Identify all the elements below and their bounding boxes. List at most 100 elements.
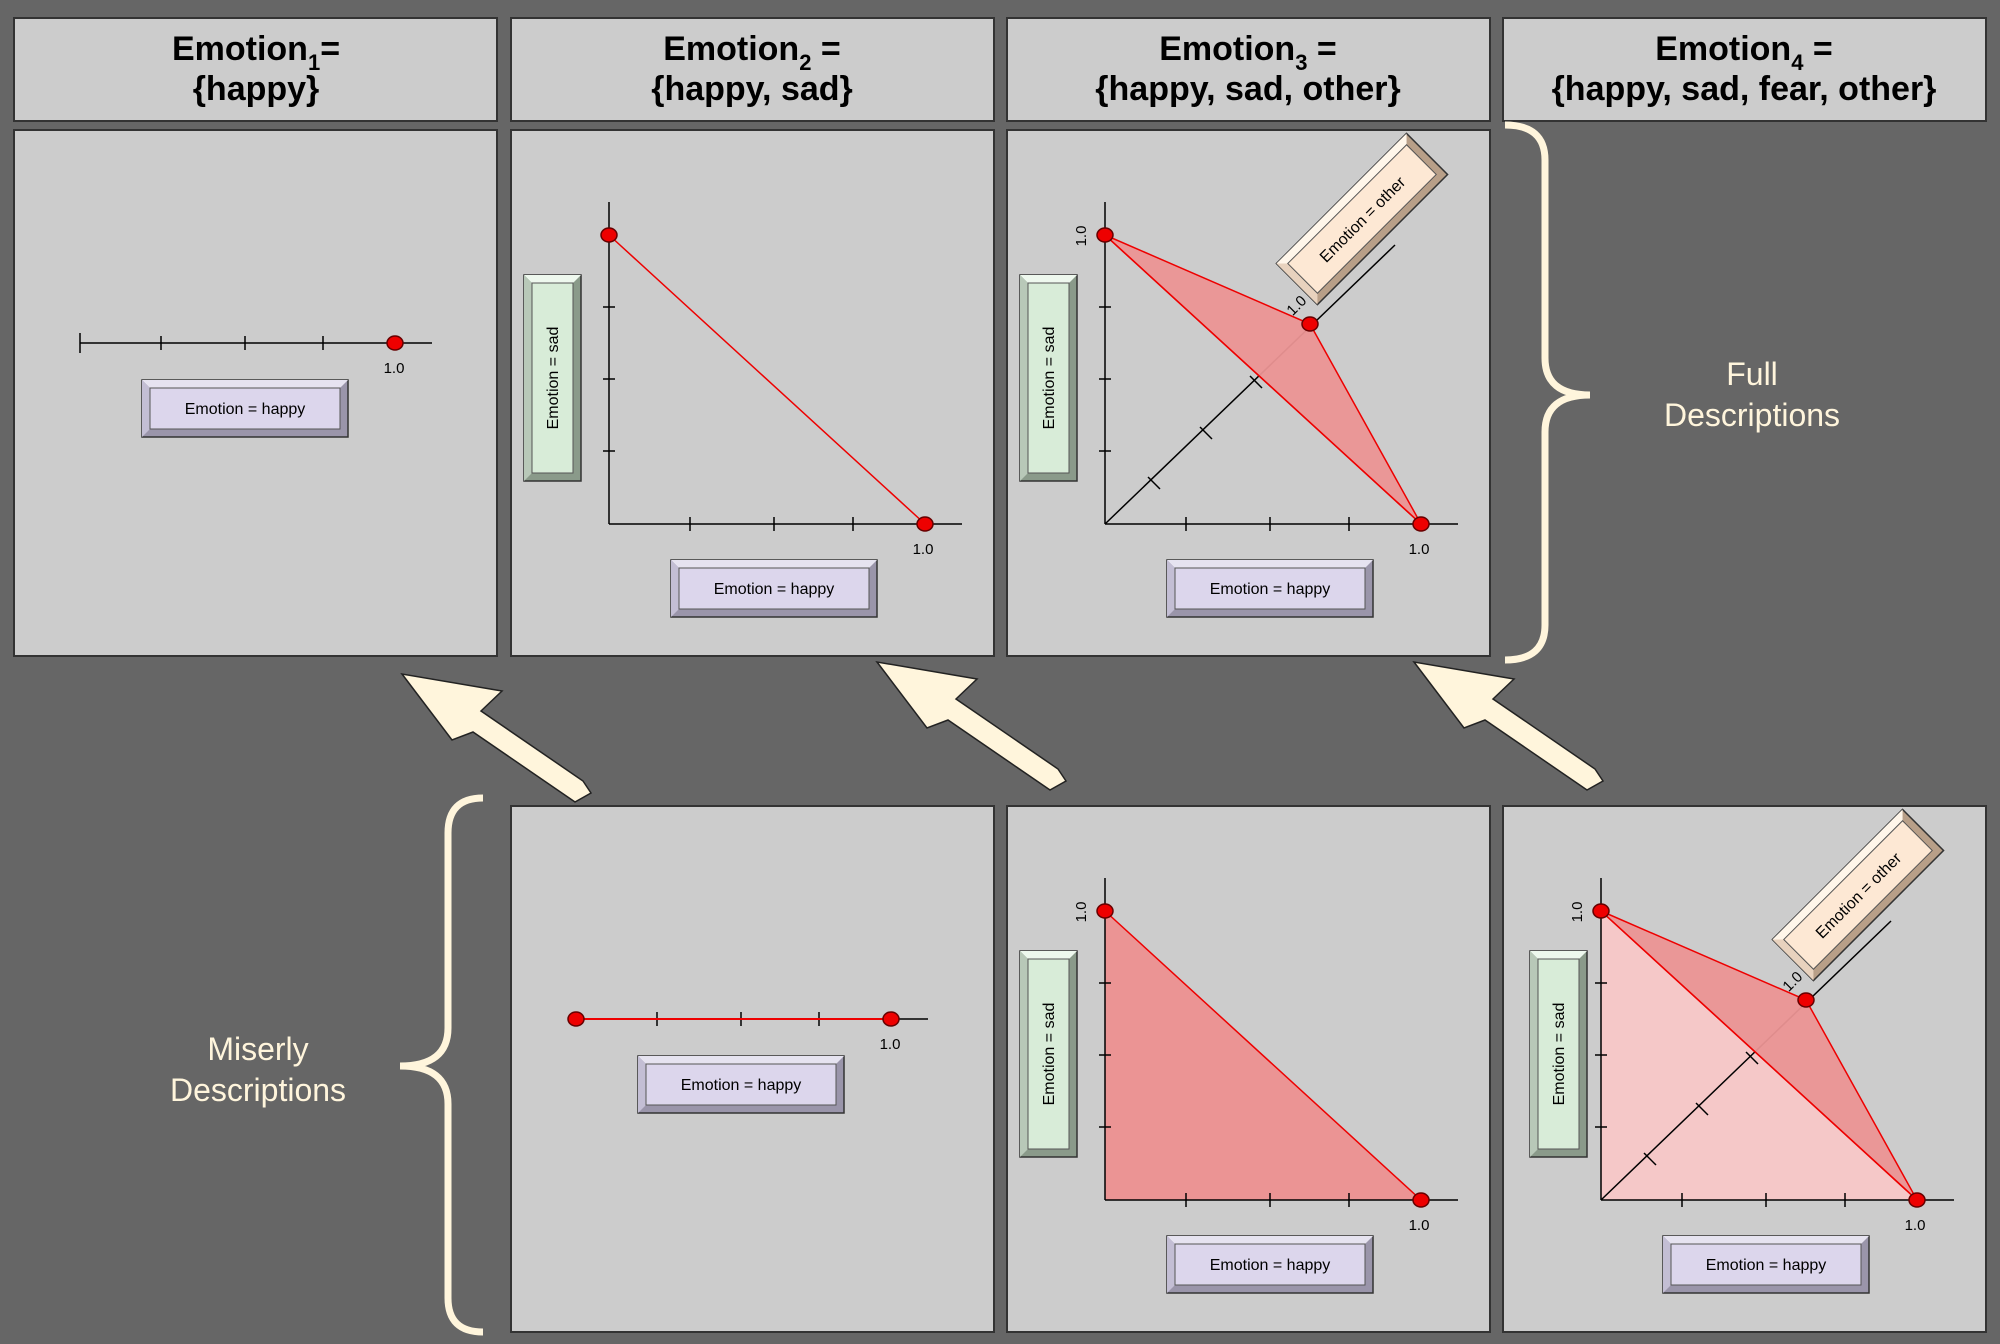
header-2-set: {happy, sad} [651, 70, 853, 108]
sad-label-box: Emotion = sad [1019, 274, 1078, 482]
other-label-box: Emotion = other [1275, 132, 1449, 306]
happy-box-bevel-top [671, 560, 877, 568]
sad-label-box: Emotion = sad [523, 274, 582, 482]
happy-label-box: Emotion = happy [637, 1055, 845, 1114]
happy-box-bevel-top [1167, 560, 1373, 568]
sad-box-bevel-left [1020, 275, 1028, 481]
happy-axis-label: Emotion = happy [681, 1077, 802, 1094]
miserly-label-line2: Descriptions [170, 1072, 346, 1108]
sad-box-face [1027, 958, 1070, 1150]
happy-box-bevel-left [638, 1056, 646, 1113]
tick-label-happy: 1.0 [1409, 1217, 1430, 1234]
other-box-face [1783, 820, 1933, 970]
arrow-1 [400, 672, 593, 803]
happy-box-bevel-top [1663, 1236, 1869, 1244]
header-3: Emotion3 = {happy, sad, other} [1006, 17, 1491, 122]
sad-box-bevel-top [1530, 951, 1587, 959]
sad-box-bevel-top [1020, 275, 1077, 283]
header-4-box [1502, 17, 1987, 122]
arrow-3 [1412, 660, 1605, 791]
other-axis [1600, 920, 1892, 1201]
sad-axis-label: Emotion = sad [1041, 327, 1058, 430]
happy-box-bevel-left [671, 560, 679, 617]
header-1-title: Emotion1= [172, 30, 340, 75]
sad-box-bevel-top [524, 275, 581, 283]
happy-point [882, 1011, 900, 1027]
sad-box-bevel-left [1530, 951, 1538, 1157]
axis-tick [1249, 375, 1263, 389]
happy-point [1412, 516, 1430, 532]
happy-box-face [1174, 1243, 1366, 1286]
panel-full-2: 1.0 Emotion = happy Emotion = sad [510, 129, 995, 657]
header-3-set: {happy, sad, other} [1095, 70, 1400, 108]
happy-label-box: Emotion = happy [1662, 1235, 1870, 1294]
header-4-set: {happy, sad, fear, other} [1552, 70, 1937, 108]
sad-box-bevel-top [1020, 951, 1077, 959]
happy-box-face [645, 1063, 837, 1106]
simplex-edge [1600, 910, 1918, 1201]
arrow-3-shape [1412, 660, 1605, 791]
tick-label-1: 1.0 [384, 360, 405, 377]
header-2-box [510, 17, 995, 122]
other-box-face [1287, 144, 1437, 294]
happy-axis-label: Emotion = happy [714, 581, 835, 598]
happy-box-face [149, 387, 341, 430]
happy-label-box: Emotion = happy [1166, 559, 1374, 618]
sad-label-box: Emotion = sad [1529, 950, 1588, 1158]
simplex-edge [1104, 910, 1422, 1201]
simplex-edge [1104, 234, 1422, 525]
happy-box-face [1670, 1243, 1862, 1286]
full-label-line1: Full [1726, 356, 1778, 392]
other-axis [1104, 244, 1396, 525]
tick-label-sad: 1.0 [1073, 226, 1090, 247]
header-4: Emotion4 = {happy, sad, fear, other} [1502, 17, 1987, 122]
happy-point [1412, 1192, 1430, 1208]
axis-tick [1147, 476, 1161, 490]
tick-label-1: 1.0 [880, 1036, 901, 1053]
header-1-set: {happy} [193, 70, 320, 108]
other-point [1797, 992, 1815, 1008]
axis-tick [1199, 426, 1213, 440]
panel-full-1: 1.0 Emotion = happy [13, 129, 498, 657]
happy-box-face [678, 567, 870, 610]
sad-box-bevel-left [524, 275, 532, 481]
arrow-2 [875, 660, 1068, 791]
tick-label-happy: 1.0 [1905, 1217, 1926, 1234]
sad-point [1592, 903, 1610, 919]
happy-box-bevel-top [1167, 1236, 1373, 1244]
arrow-1-shape [400, 672, 593, 803]
tick-label-happy: 1.0 [1409, 541, 1430, 558]
sad-box-face [1027, 282, 1070, 474]
header-2-title: Emotion2 = [663, 30, 841, 75]
happy-box-bevel-top [638, 1056, 844, 1064]
sad-point [1096, 903, 1114, 919]
header-1-box [13, 17, 498, 122]
header-4-title: Emotion4 = [1655, 30, 1833, 75]
full-label-line2: Descriptions [1664, 397, 1840, 433]
sad-label-box: Emotion = sad [1019, 950, 1078, 1158]
happy-box-bevel-left [1167, 560, 1175, 617]
happy-label-box: Emotion = happy [670, 559, 878, 618]
tick-label-sad: 1.0 [1073, 902, 1090, 923]
panel-miserly-4: 1.0 1.0 1.0 Emotion = happy Emotion = sa… [1502, 805, 1987, 1333]
axis-tick [1745, 1051, 1759, 1065]
sad-box-face [531, 282, 574, 474]
panel-miserly-3: 1.0 1.0 Emotion = happy Emotion = sad [1006, 805, 1491, 1333]
sad-axis-label: Emotion = sad [1551, 1003, 1568, 1106]
sad-box-face [1537, 958, 1580, 1150]
happy-point [386, 335, 404, 351]
happy-box-face [1174, 567, 1366, 610]
arrow-2-shape [875, 660, 1068, 791]
axis-tick [1643, 1152, 1657, 1166]
tick-label-1: 1.0 [913, 541, 934, 558]
happy-label-box: Emotion = happy [1166, 1235, 1374, 1294]
miserly-label-line1: Miserly [207, 1031, 308, 1067]
sad-axis-label: Emotion = sad [1041, 1003, 1058, 1106]
simplex-edge [608, 234, 926, 525]
miserly-brace [399, 794, 484, 1336]
full-brace [1504, 121, 1591, 664]
header-1: Emotion1= {happy} [13, 17, 498, 122]
happy-box-bevel-left [142, 380, 150, 437]
happy-point [1908, 1192, 1926, 1208]
happy-label-box: Emotion = happy [141, 379, 349, 438]
